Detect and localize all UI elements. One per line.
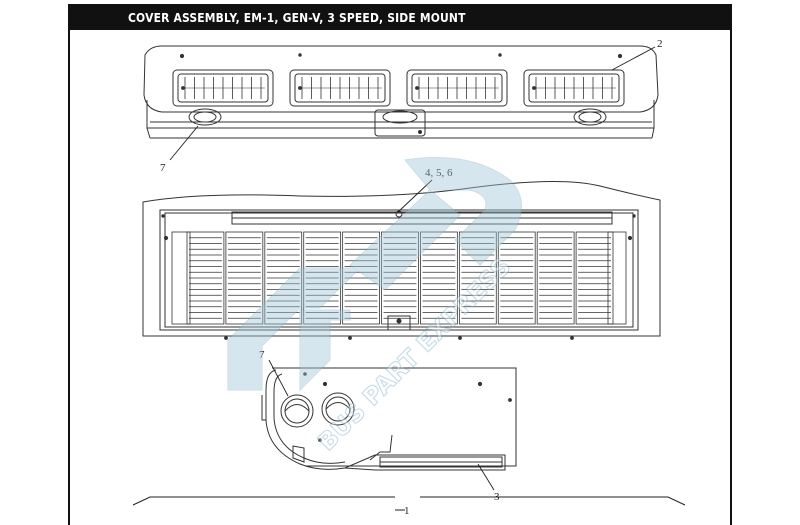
air-vent-outlet	[406, 69, 508, 107]
page-frame	[68, 4, 732, 525]
assembly-bracket	[132, 496, 686, 511]
callout-4-5-6: 4, 5, 6	[425, 167, 453, 179]
grille-panel	[342, 231, 380, 325]
grille-view	[142, 180, 661, 340]
air-vent-outlet	[523, 69, 625, 107]
grille-panel	[225, 231, 264, 325]
air-vent-outlet	[172, 69, 274, 107]
grille-panel	[186, 231, 225, 325]
watermark-logo-mark	[227, 157, 522, 392]
callout-2: 2	[657, 38, 663, 50]
callout-7-front: 7	[160, 162, 166, 174]
callout-1: 1	[404, 505, 410, 517]
grille-panel	[381, 231, 419, 325]
front-air-vents	[172, 69, 625, 107]
front-view	[143, 45, 659, 139]
title-bar: COVER ASSEMBLY, EM-1, GEN-V, 3 SPEED, SI…	[68, 4, 732, 30]
grille-panel	[536, 231, 575, 325]
side-view	[261, 367, 517, 471]
page-title: COVER ASSEMBLY, EM-1, GEN-V, 3 SPEED, SI…	[128, 9, 466, 25]
grille-panel	[497, 231, 536, 325]
grille-panel	[458, 231, 497, 325]
grille-panel	[264, 231, 303, 325]
callout-7-side: 7	[259, 349, 265, 361]
callout-3: 3	[494, 491, 500, 503]
leader-lines	[169, 46, 656, 491]
grille-panel	[575, 231, 614, 325]
grille-louvers	[186, 231, 614, 325]
grille-panel	[420, 231, 458, 325]
air-vent-outlet	[289, 69, 391, 107]
grille-panel	[303, 231, 342, 325]
